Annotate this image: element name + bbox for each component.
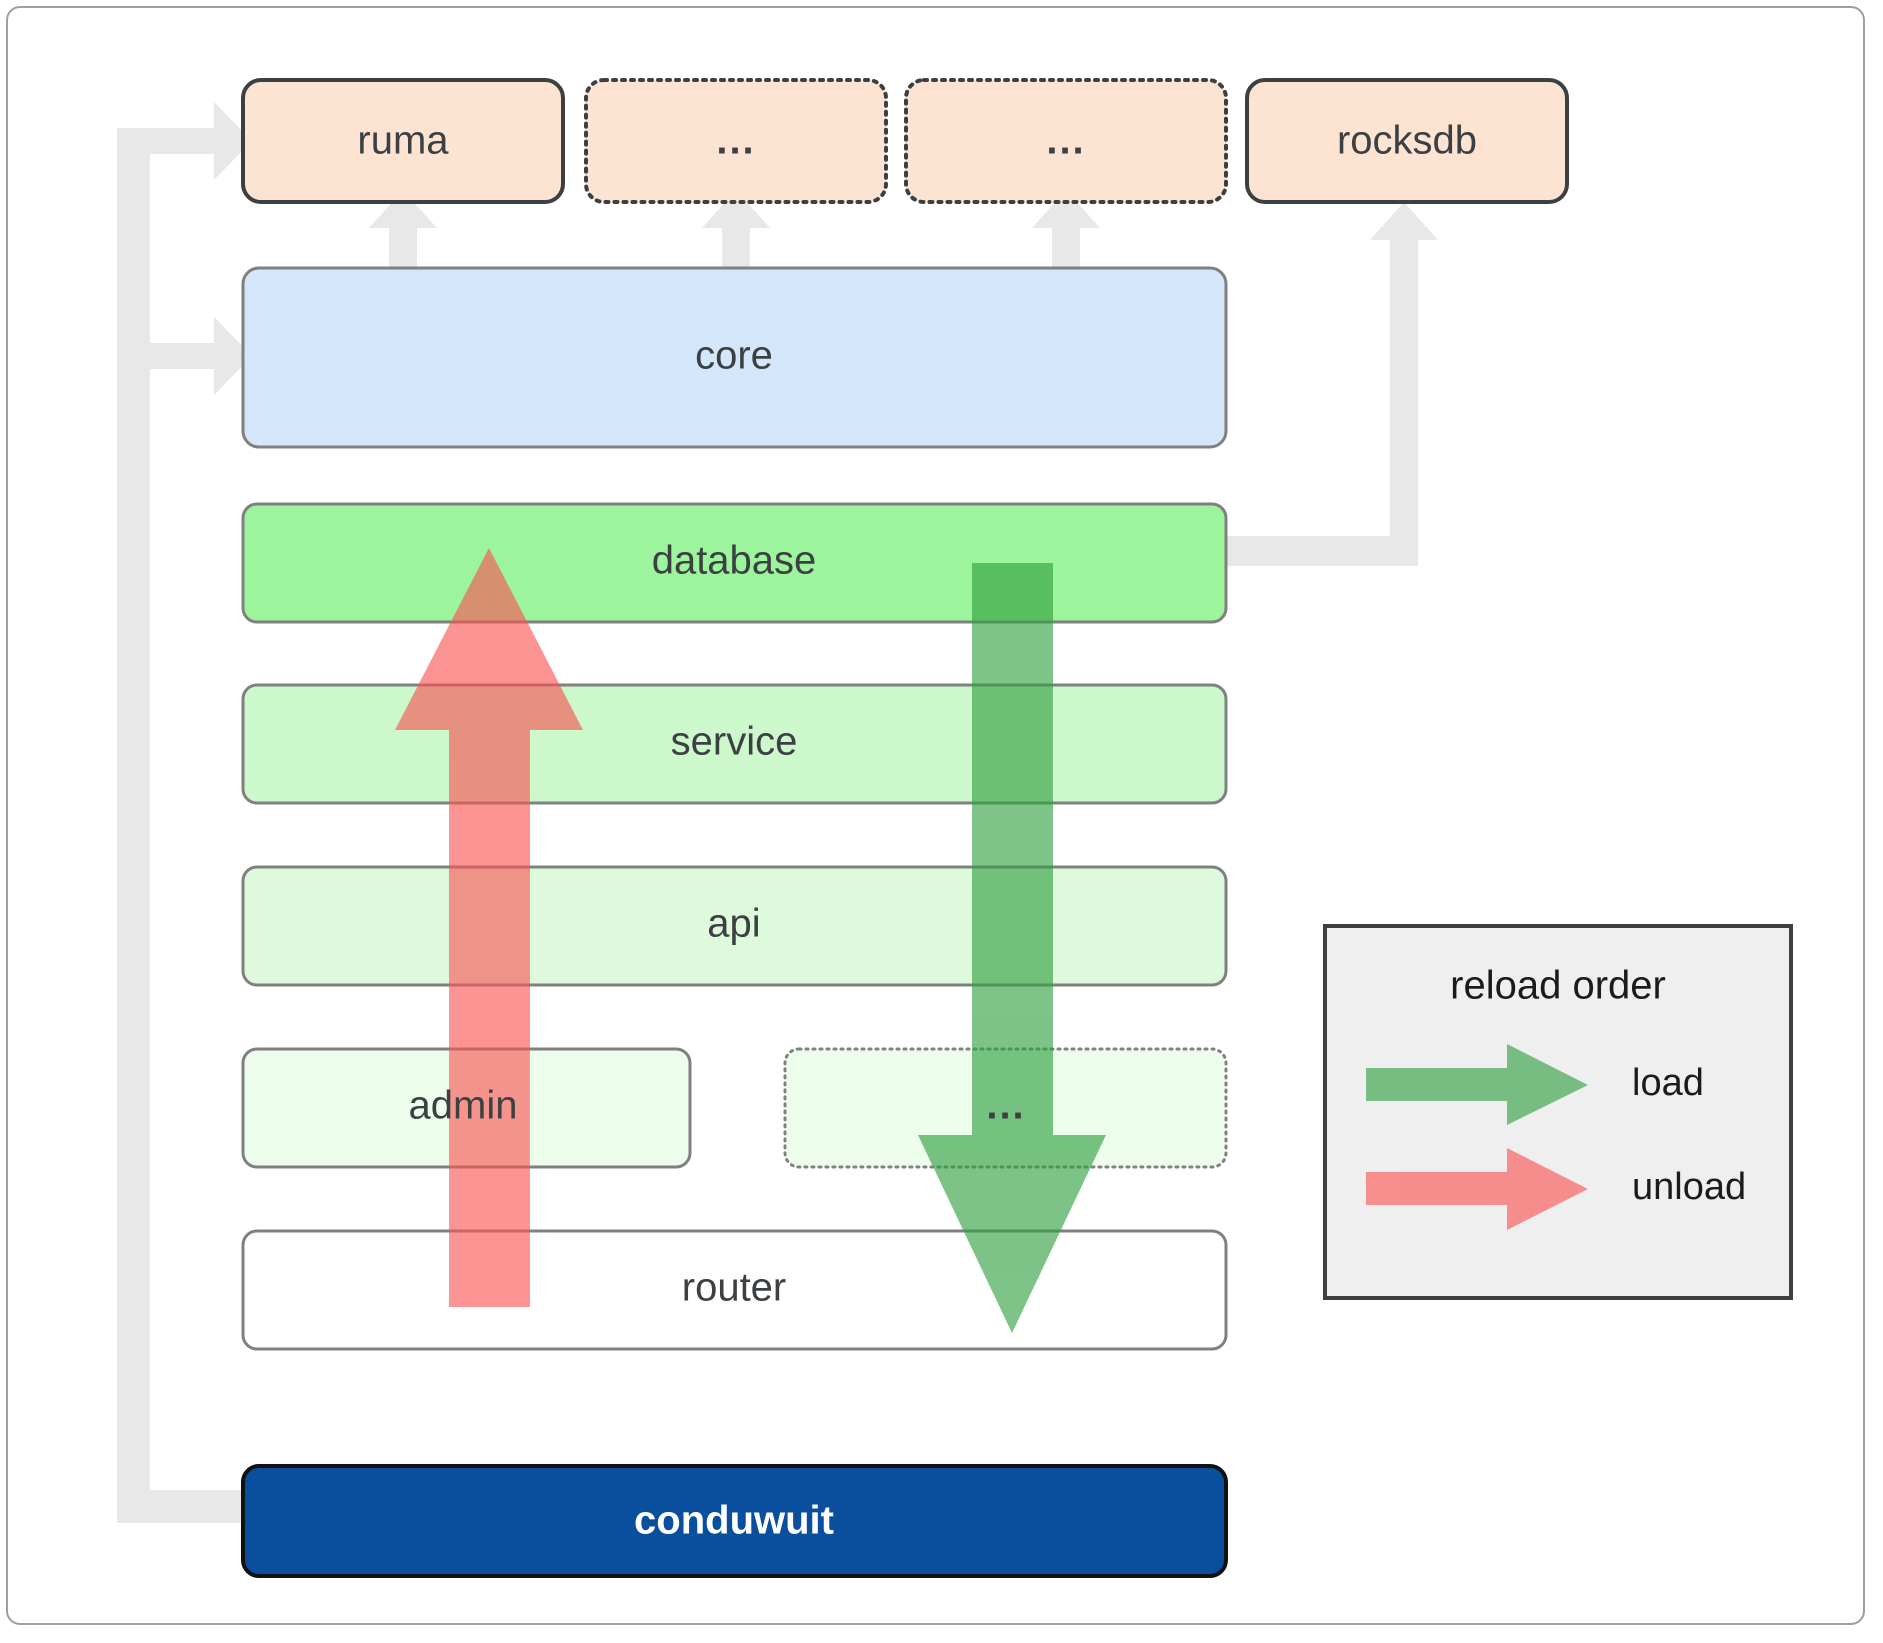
node-admin-label: admin	[409, 1084, 518, 1128]
external-node-dots-2-box[interactable]	[904, 78, 1228, 204]
unload-arrow-head	[395, 548, 583, 730]
external-node-dots-2[interactable]: ...	[904, 78, 1228, 204]
load-flow-arrow	[918, 563, 1106, 1333]
legend-load-label: load	[1632, 1062, 1704, 1104]
connector-arrow-to-ruma	[117, 102, 252, 180]
node-core-box[interactable]	[241, 266, 1228, 449]
external-node-rocksdb-label: rocksdb	[1337, 119, 1477, 163]
load-arrow-head	[918, 1135, 1106, 1333]
external-node-ruma[interactable]: ruma	[241, 78, 565, 204]
legend-unload-shaft	[1366, 1172, 1531, 1205]
external-node-dots-2-label: ...	[1046, 119, 1085, 163]
external-node-rocksdb[interactable]: rocksdb	[1245, 78, 1569, 204]
external-node-dots-1-box[interactable]	[584, 78, 888, 204]
unload-arrow-shaft	[449, 657, 530, 1307]
node-database-label: database	[652, 539, 817, 583]
node-conduwuit-label: conduwuit	[634, 1499, 834, 1543]
connector-arrow-to-core	[117, 317, 252, 395]
legend-load-swatch	[1366, 1044, 1588, 1125]
legend-load-shaft	[1366, 1068, 1531, 1101]
legend-unload-label: unload	[1632, 1166, 1746, 1208]
connector-trunk-left	[117, 135, 150, 1523]
connector-conduwuit-to-trunk	[117, 1490, 250, 1523]
external-node-rocksdb-box[interactable]	[1245, 78, 1569, 204]
external-node-dots-1[interactable]: ...	[584, 78, 888, 204]
connector-database-to-rocksdb	[1226, 202, 1438, 566]
legend: reload order load unload	[1323, 924, 1793, 1300]
external-node-dots-1-label: ...	[716, 119, 755, 163]
node-api-label: api	[707, 902, 760, 946]
node-router-label: router	[682, 1266, 787, 1310]
unload-flow-arrow	[395, 548, 583, 1307]
node-conduwuit[interactable]: conduwuit	[241, 1464, 1228, 1578]
node-conduwuit-box[interactable]	[241, 1464, 1228, 1578]
external-node-ruma-box[interactable]	[241, 78, 565, 204]
legend-unload-head	[1507, 1148, 1588, 1230]
node-core[interactable]: core	[241, 266, 1228, 449]
legend-title: reload order	[1450, 964, 1666, 1008]
connector-arrow-core-to-ruma	[369, 190, 437, 268]
load-arrow-shaft	[972, 563, 1053, 1223]
node-core-label: core	[695, 334, 773, 378]
node-service-label: service	[671, 720, 798, 764]
legend-load-head	[1507, 1044, 1588, 1125]
external-node-ruma-label: ruma	[357, 119, 449, 163]
connector-arrow-core-to-dots1	[702, 190, 770, 268]
legend-box	[1323, 924, 1793, 1300]
legend-unload-swatch	[1366, 1148, 1588, 1230]
connector-arrow-core-to-dots2	[1032, 190, 1100, 268]
node-split-dots-label: ...	[986, 1084, 1025, 1128]
